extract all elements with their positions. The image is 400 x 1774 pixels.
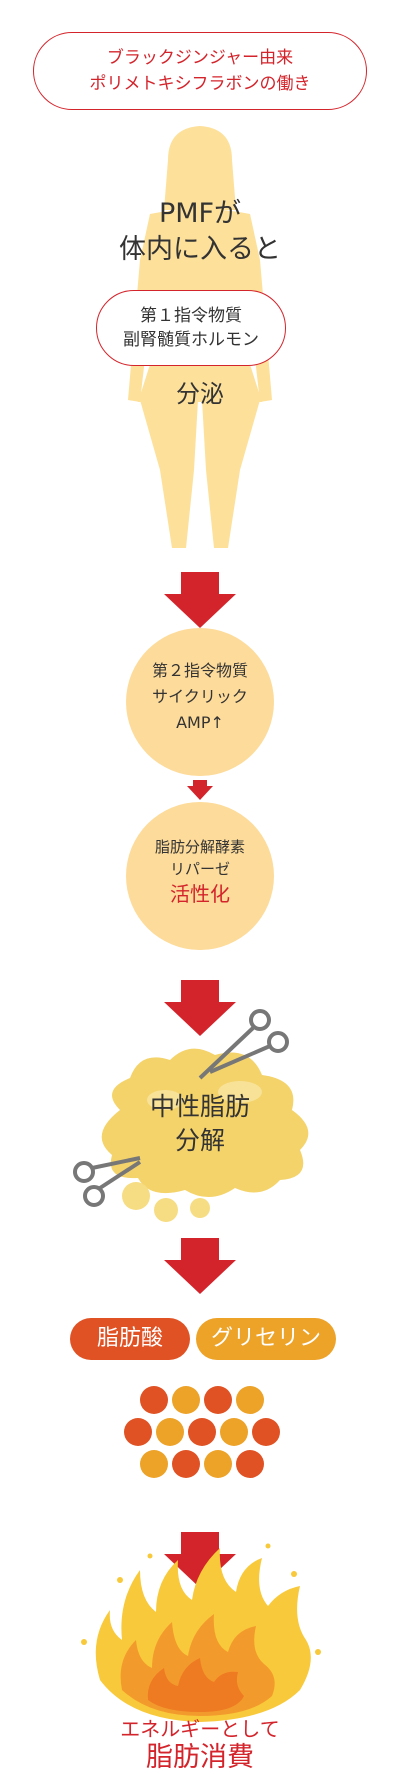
messenger2-line2: サイクリック: [152, 687, 248, 706]
result-text: エネルギーとして 脂肪消費: [80, 1716, 320, 1774]
fat-text: 中性脂肪 分解: [110, 1090, 290, 1158]
arrow-down-icon: [164, 980, 236, 1036]
enter-line: 体内に入ると: [119, 234, 281, 265]
messenger1-line1: 第１指令物質: [140, 306, 242, 326]
messenger1-pill: 第１指令物質 副腎髄質ホルモン: [96, 290, 286, 366]
messenger2-circle: 第２指令物質 サイクリック AMP↑: [126, 628, 274, 776]
body-text: PMFが 体内に入ると: [100, 196, 300, 268]
secrete-text: 分泌: [176, 380, 224, 408]
molecule-balls: [124, 1386, 280, 1478]
arrow-down-small-icon: [187, 780, 213, 800]
title-line2: ポリメトキシフラボンの働き: [89, 74, 311, 94]
result-line1: エネルギーとして: [120, 1717, 280, 1741]
fat-blob: [101, 1048, 309, 1222]
title-pill: ブラックジンジャー由来 ポリメトキシフラボンの働き: [33, 32, 367, 110]
messenger2-line3: AMP↑: [176, 713, 224, 732]
arrow-down-icon: [164, 572, 236, 628]
fatty-acid-tag: 脂肪酸: [70, 1318, 190, 1360]
fat-line1: 中性脂肪: [149, 1092, 250, 1121]
glycerin-tag: グリセリン: [196, 1318, 336, 1360]
enzyme-line1: 脂肪分解酵素: [154, 838, 245, 856]
enzyme-line3: 活性化: [170, 882, 230, 906]
enzyme-circle: 脂肪分解酵素 リパーゼ 活性化: [126, 802, 274, 950]
scissors-icon: [73, 1156, 142, 1207]
arrow-down-icon: [164, 1238, 236, 1294]
messenger1-line2: 副腎髄質ホルモン: [123, 330, 259, 350]
messenger2-line1: 第２指令物質: [151, 661, 248, 680]
scissors-icon: [198, 1009, 289, 1080]
result-line2: 脂肪消費: [146, 1742, 254, 1773]
title-line1: ブラックジンジャー由来: [106, 48, 294, 68]
enzyme-line2: リパーゼ: [169, 860, 230, 878]
pmf-line: PMFが: [158, 198, 242, 229]
fat-line2: 分解: [174, 1126, 225, 1155]
fire-icon: [81, 1543, 321, 1722]
arrow-down-icon: [164, 1532, 236, 1588]
